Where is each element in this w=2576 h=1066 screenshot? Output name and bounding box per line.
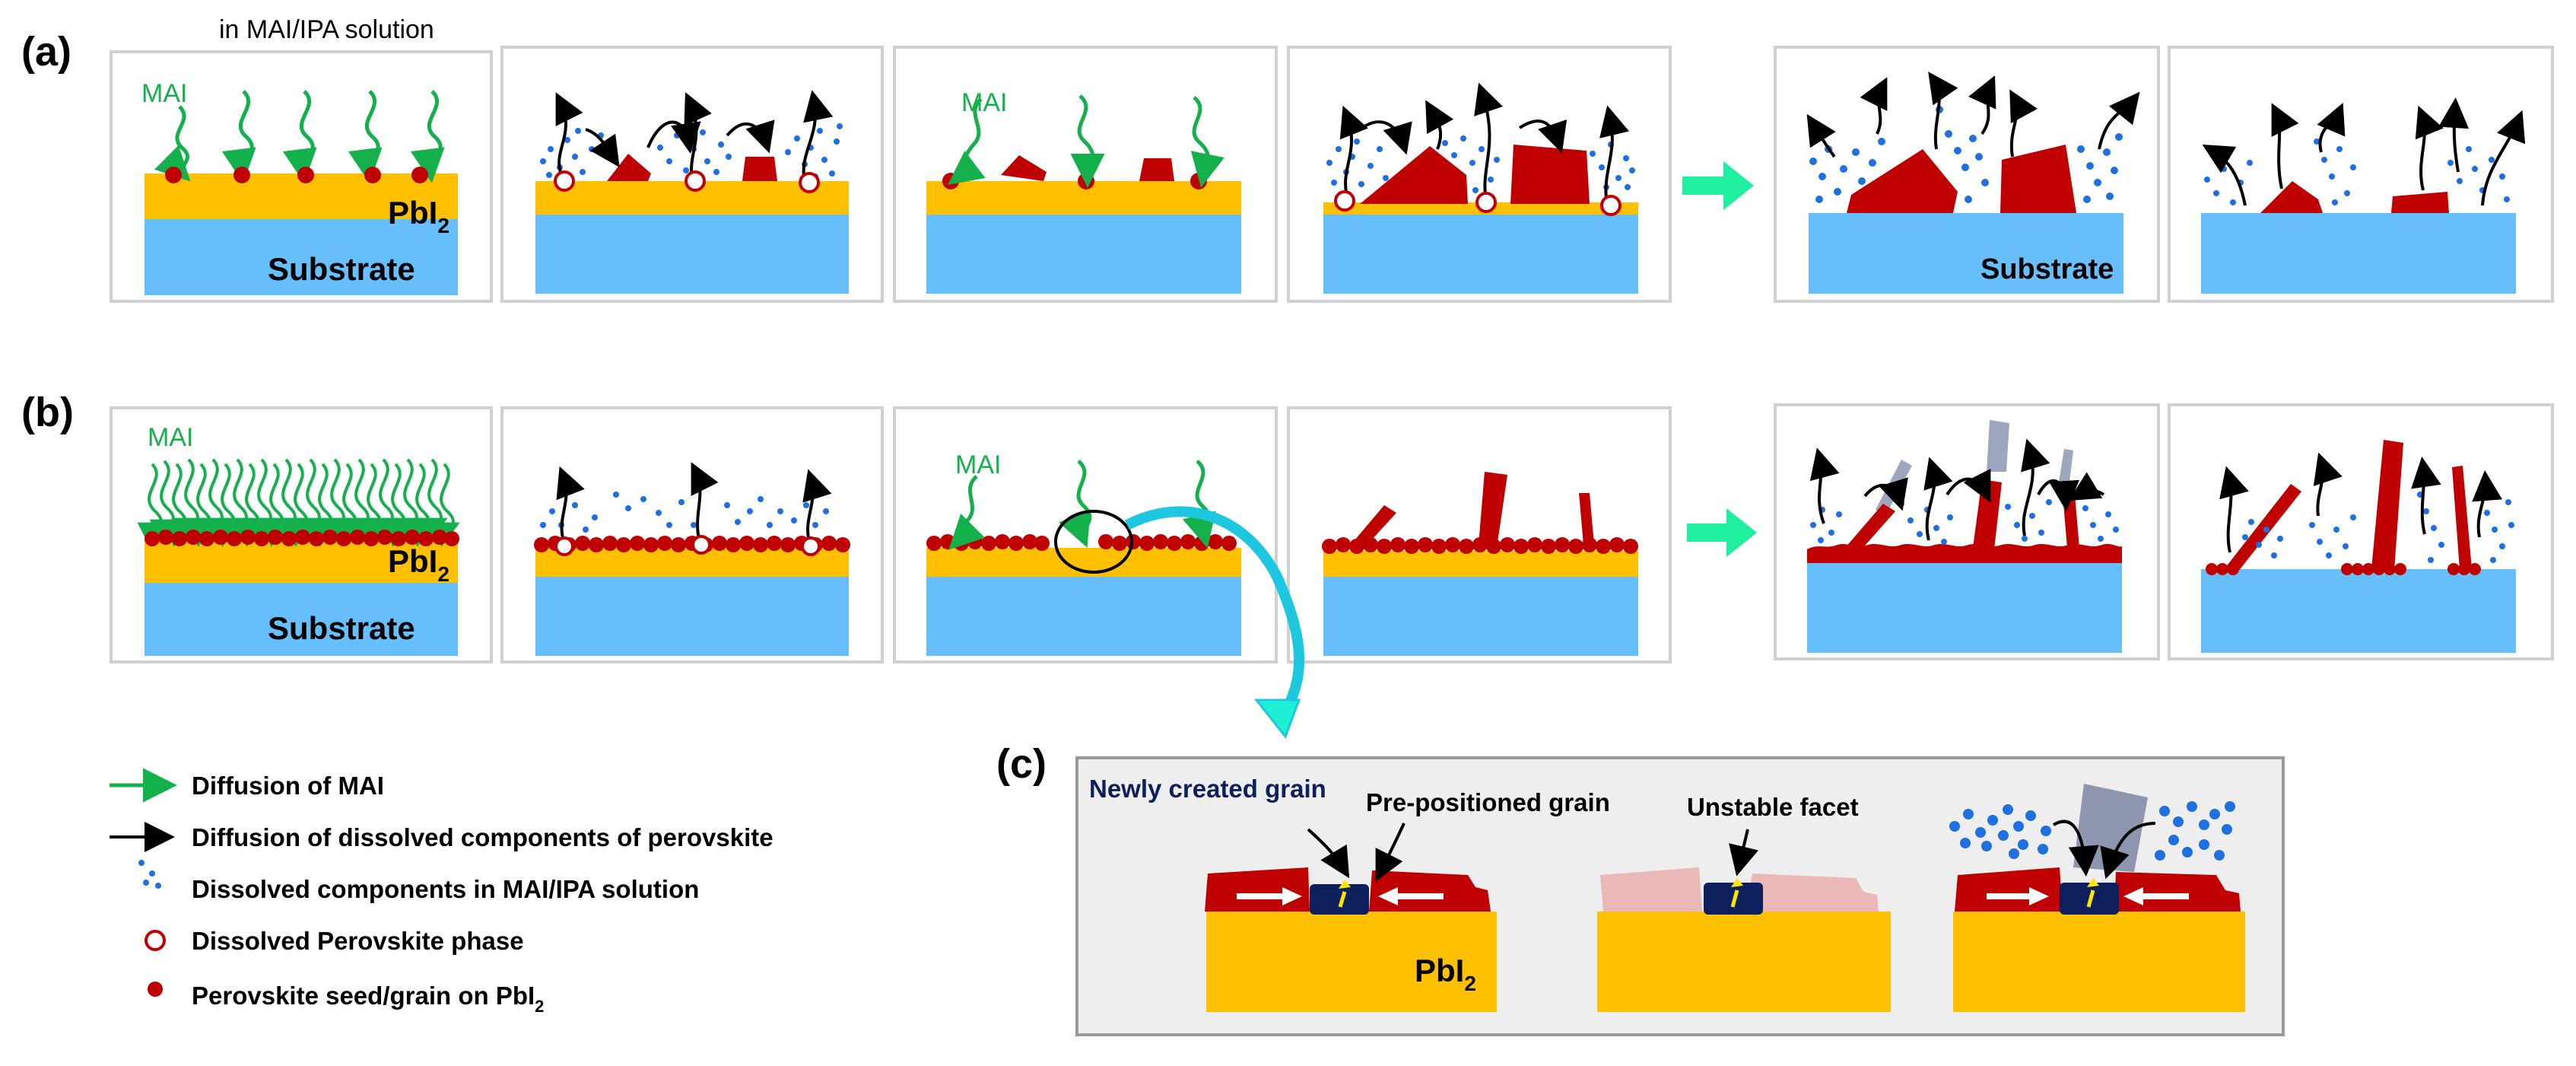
- perovskite-rod: [1351, 505, 1396, 549]
- open-red-circle-icon: [145, 930, 166, 951]
- legend-item: Dissolved Perovskite phase: [145, 927, 524, 955]
- perovskite-grain: [742, 157, 777, 181]
- perovskite-rod: [2225, 484, 2301, 572]
- legend-item: Diffusion of MAI: [110, 768, 384, 803]
- newly-created-grain-label: Newly created grain: [1089, 775, 1326, 803]
- substrate-label: Substrate: [268, 610, 415, 646]
- dissolved-perovskite-markers: [554, 170, 820, 193]
- zoom-circle: [1054, 510, 1133, 574]
- solution-note: in MAI/IPA solution: [219, 15, 434, 44]
- seed-layer: [145, 530, 459, 546]
- legend-label: Dissolved components in MAI/IPA solution: [192, 875, 699, 903]
- substrate-layer: [145, 219, 458, 295]
- frame-a2: [535, 90, 849, 294]
- transition-arrow-b: [1687, 508, 1757, 557]
- frame-b4: [1322, 472, 1638, 656]
- mai-label: MAI: [141, 79, 187, 108]
- legend-label: Diffusion of MAI: [192, 772, 384, 800]
- perovskite-grain: [2260, 181, 2323, 213]
- substrate-label: Substrate: [268, 251, 415, 287]
- perovskite-grain: [1847, 149, 1958, 213]
- transition-arrow-a: [1682, 161, 1754, 210]
- mai-label: MAI: [955, 450, 1001, 479]
- perovskite-rod: [1479, 472, 1507, 548]
- perovskite-rod: [1845, 504, 1895, 552]
- panel-c-sub1: PbI2: [1205, 823, 1497, 1012]
- perovskite-grain: [1360, 146, 1468, 204]
- frame-b1: MAI PbI2 Substrate: [137, 423, 460, 656]
- perovskite-rod: [2452, 466, 2472, 569]
- frame-b5: [1807, 420, 2122, 653]
- black-diffusion-arrows: [555, 90, 834, 183]
- perovskite-rod: [2371, 440, 2403, 571]
- substrate-label: Substrate: [1980, 253, 2114, 285]
- legend-label: Diffusion of dissolved components of per…: [192, 823, 773, 851]
- frame-a3: MAI: [926, 88, 1241, 294]
- legend-label: Dissolved Perovskite phase: [192, 927, 524, 955]
- frame-b2: [534, 462, 850, 656]
- mai-label: MAI: [961, 88, 1007, 117]
- panel-c-label: (c): [996, 741, 1047, 787]
- dense-mai-arrows: [137, 458, 460, 547]
- frame-a5: Substrate: [1806, 72, 2140, 294]
- frame-b3: MAI: [926, 450, 1241, 656]
- zoom-callout-arrow: [1124, 506, 1305, 740]
- frame-a6: [2201, 97, 2526, 294]
- legend-label: Perovskite seed/grain on PbI2: [192, 982, 544, 1016]
- perovskite-grain: [2391, 192, 2449, 213]
- legend-item: Diffusion of dissolved components of per…: [110, 822, 773, 852]
- pre-positioned-grain-label: Pre-positioned grain: [1366, 788, 1610, 816]
- blue-dots-icon: [138, 860, 161, 889]
- pbi2-label: PbI2: [1415, 953, 1476, 995]
- frame-a1: PbI2 Substrate MAI: [141, 79, 458, 295]
- legend-item: Dissolved components in MAI/IPA solution: [138, 860, 699, 903]
- pbi2-label: PbI2: [388, 543, 449, 586]
- panel-c-sub3: [1949, 784, 2245, 1012]
- perovskite-grain: [607, 154, 651, 181]
- perovskite-rod: [1579, 493, 1594, 545]
- panel-c-sub2: [1597, 829, 1891, 1012]
- mai-label: MAI: [148, 423, 193, 452]
- legend-item: Perovskite seed/grain on PbI2: [148, 982, 544, 1016]
- perovskite-grain: [1510, 145, 1590, 204]
- frame-b6: [2201, 440, 2516, 653]
- unstable-grain: [1987, 420, 2009, 472]
- legend: Diffusion of MAI Diffusion of dissolved …: [110, 768, 773, 1016]
- pbi2-label: PbI2: [388, 195, 449, 237]
- perovskite-seeds: [165, 167, 428, 183]
- panel-b-label: (b): [21, 390, 74, 435]
- perovskite-grain: [2000, 145, 2076, 213]
- red-dot-icon: [148, 982, 163, 997]
- frame-a4: [1323, 82, 1638, 294]
- mai-diffusion-arrows: [154, 90, 445, 183]
- new-grain: [1310, 884, 1369, 915]
- panel-a-label: (a): [21, 29, 71, 75]
- unstable-facet-label: Unstable facet: [1687, 793, 1859, 821]
